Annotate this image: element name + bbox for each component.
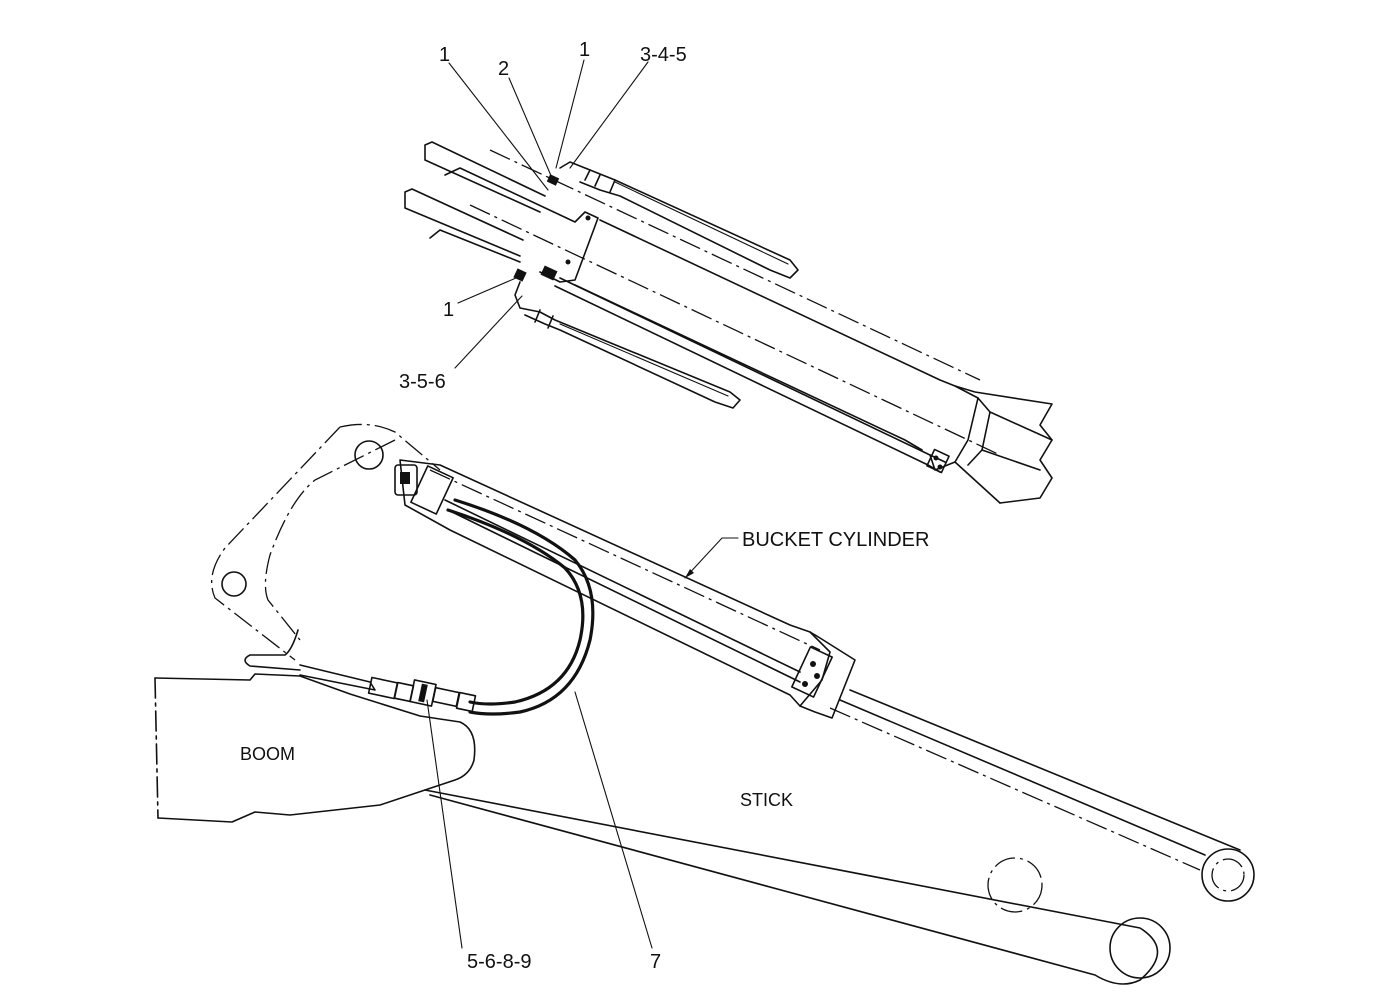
callout-5-6-8-9: 5-6-8-9 <box>467 951 531 973</box>
top-callout-leaders <box>448 59 649 369</box>
callout-2: 2 <box>498 58 509 80</box>
callout-7: 7 <box>650 951 661 973</box>
leader-5-6-8-9 <box>426 699 463 949</box>
hose-7 <box>446 498 595 716</box>
callout-3-5-6: 3-5-6 <box>399 371 446 393</box>
leader-7 <box>574 691 653 949</box>
callout-1-top-right: 1 <box>579 39 590 61</box>
stick-assembly <box>211 423 1255 985</box>
callout-1-top-left: 1 <box>439 44 450 66</box>
bucket-cylinder-leader <box>684 537 739 579</box>
hose-fittings-lower <box>299 664 477 713</box>
boom-label: BOOM <box>240 744 295 764</box>
boom-outline <box>154 673 476 823</box>
callout-3-4-5: 3-4-5 <box>640 44 687 66</box>
stick-label: STICK <box>740 790 793 810</box>
detail-view-cylinder-head <box>404 141 1053 504</box>
callout-1-middle: 1 <box>443 299 454 321</box>
bucket-cylinder <box>394 459 856 719</box>
bucket-cylinder-label: BUCKET CYLINDER <box>742 529 929 551</box>
